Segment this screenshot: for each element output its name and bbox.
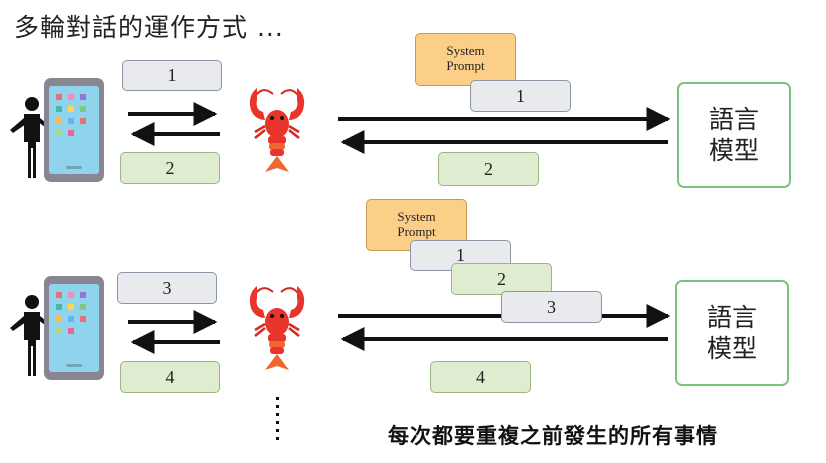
model-label: 語言 — [706, 303, 757, 332]
lobster-icon — [248, 86, 306, 174]
user-message-box: 3 — [117, 272, 217, 304]
language-model-box: 語言模型 — [675, 280, 789, 386]
model-label: 模型 — [706, 334, 757, 363]
language-model-box: 語言模型 — [677, 82, 791, 188]
reply-message-box: 4 — [120, 361, 220, 393]
model-label: 語言 — [708, 105, 759, 134]
system-prompt-line: Prompt — [446, 58, 485, 73]
user-message-box: 1 — [122, 60, 222, 91]
phone-icon — [44, 78, 104, 182]
context-message-box: 3 — [501, 291, 602, 323]
lobster-icon — [248, 284, 306, 372]
diagram-title: 多輪對話的運作方式 ... — [14, 13, 284, 42]
caption: 每次都要重複之前發生的所有事情 — [388, 424, 718, 448]
system-prompt-line: Prompt — [397, 224, 436, 239]
model-output-message-box: 2 — [438, 152, 539, 186]
system-prompt-line: System — [397, 209, 436, 224]
model-input-message-box: 1 — [470, 80, 571, 112]
model-label: 模型 — [708, 136, 759, 165]
reply-message-box: 2 — [120, 152, 220, 184]
context-message-box: 2 — [451, 263, 552, 295]
continuation-dots — [276, 397, 279, 440]
phone-icon — [44, 276, 104, 380]
model-output-message-box: 4 — [430, 361, 531, 393]
system-prompt-line: System — [446, 43, 485, 58]
